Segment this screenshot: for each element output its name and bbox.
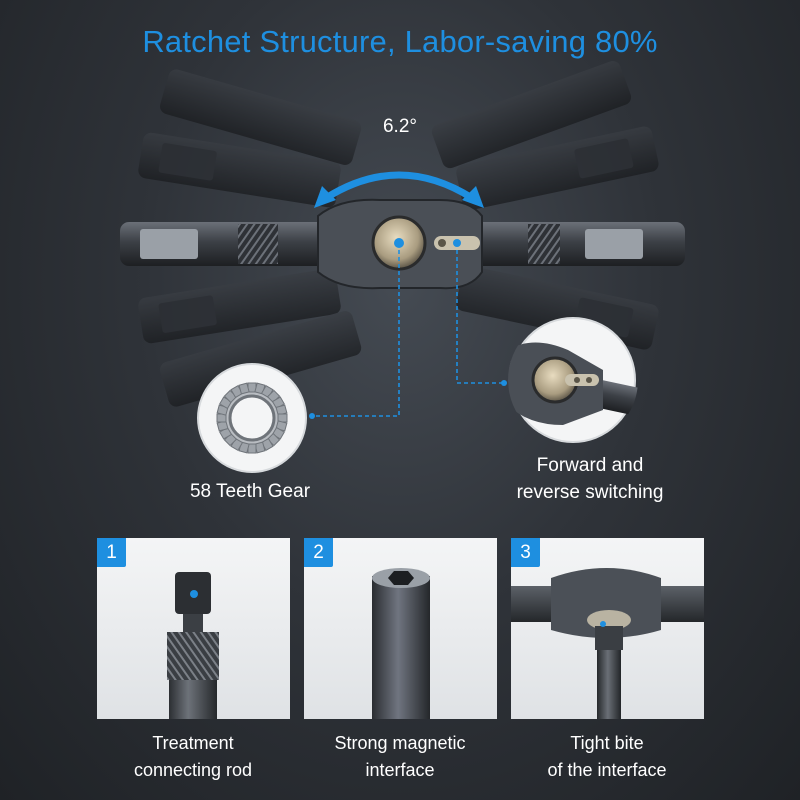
panel-number-badge: 3: [511, 538, 540, 567]
panel-connecting-rod: 1: [97, 538, 290, 719]
panel-caption-line2: interface: [365, 760, 435, 780]
interface-bite-image: [511, 568, 704, 719]
panel-caption-magnetic-interface: Strong magnetic interface: [290, 730, 510, 784]
panel-tight-bite: 3: [511, 538, 704, 719]
panel-caption-line1: Tight bite: [570, 733, 644, 753]
magnetic-socket-image: [372, 568, 430, 719]
panel-number-badge: 2: [304, 538, 333, 567]
switch-caption-line2: reverse switching: [516, 482, 664, 503]
panel-caption-line1: Treatment: [152, 733, 234, 753]
panel-magnetic-interface: 2: [304, 538, 497, 719]
gear-caption: 58 Teeth Gear: [189, 481, 311, 502]
angle-label: 6.2°: [382, 116, 417, 137]
panel-caption-line2: connecting rod: [133, 760, 253, 780]
panel-caption-tight-bite: Tight bite of the interface: [497, 730, 717, 784]
gear-icon: [216, 382, 288, 454]
panel-number-badge: 1: [97, 538, 126, 567]
rotation-arrow-icon: [324, 171, 474, 201]
panel-caption-line2: of the interface: [547, 760, 667, 780]
switch-caption-line1: Forward and: [536, 455, 644, 476]
ratchet-illustration: [120, 60, 685, 473]
panel-caption-connecting-rod: Treatment connecting rod: [83, 730, 303, 784]
connecting-rod-image: [167, 572, 219, 719]
panel-caption-line1: Strong magnetic: [334, 733, 466, 753]
switch-caption: Forward and reverse switching: [480, 452, 700, 506]
page-title: Ratchet Structure, Labor-saving 80%: [142, 24, 658, 59]
